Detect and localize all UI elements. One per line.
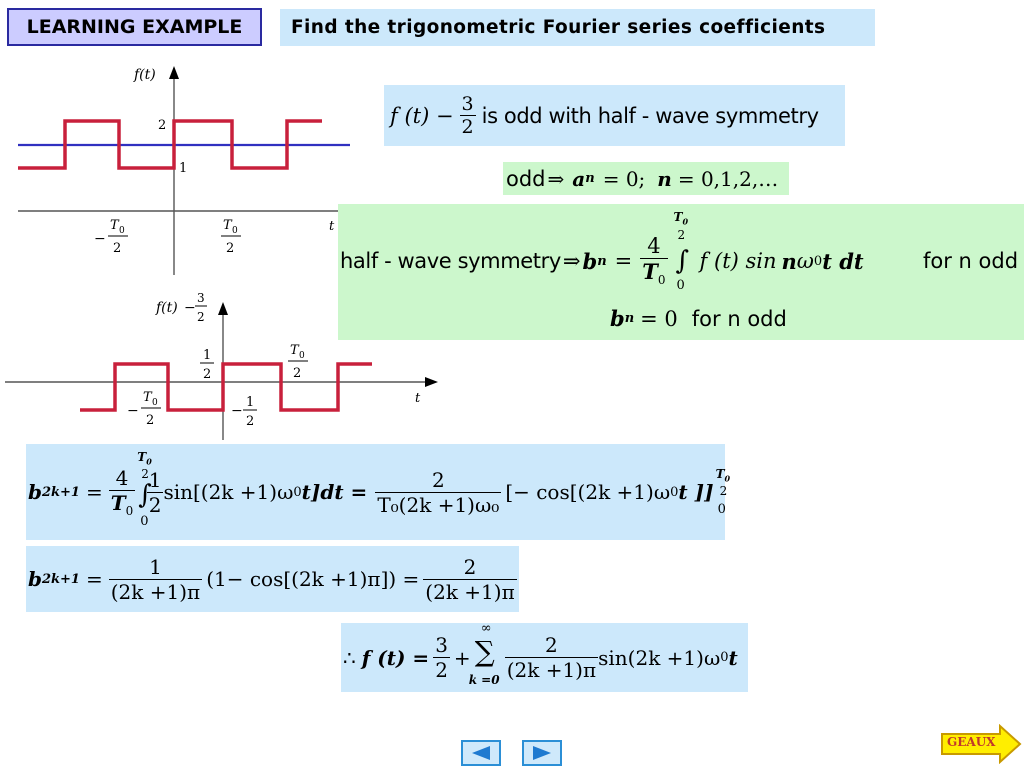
frac-2-T0: 2 T₀(2k +1)ω₀ [375,467,502,517]
tick-T-sub: 0 [299,351,305,361]
eq-bn-formula: half - wave symmetry ⇒ b n = 4 T0 T0 2 ∫… [340,210,864,293]
frac-4-T0: 4 T0 [108,466,136,518]
sum-block: ∞ ∑ k =0 [468,620,500,687]
eq-bn-box: half - wave symmetry ⇒ b n = 4 T0 T0 2 ∫… [338,204,1024,340]
y-axis-arrow [218,302,228,315]
geaux-button[interactable]: GEAUX [940,724,1022,764]
cond-n-odd: for n odd [923,249,1019,273]
frac-2: 2 (2k +1)π [423,554,517,604]
tick-neg-half-den: 2 [246,414,254,429]
y-label-minus: − [184,300,196,316]
tick-neg-T-den: 2 [146,413,154,428]
tick-neg-T: T [143,390,153,405]
tick-neg-sign: − [94,231,106,247]
b-var: b [582,248,598,274]
tick-neg-T-sub: 0 [119,226,125,236]
integrand: f (t) sin [699,249,777,273]
tick-pos-den: 2 [226,241,234,256]
n-var: n [657,166,672,191]
tick-2: 2 [158,118,166,133]
tick-neg-half-sign: − [231,403,243,419]
eq-odd-statement: f (t) − 3 2 is odd with half - wave symm… [384,85,845,146]
tick-half-num: 1 [203,348,211,363]
y-axis-label: f(t) [133,67,156,83]
arrow-right-icon [941,724,1022,764]
tick-1: 1 [179,161,187,176]
page-title: Find the trigonometric Fourier series co… [280,9,875,46]
frac-3-2: 3 2 [433,633,450,682]
cond-n-odd-2: for n odd [691,306,787,331]
tick-pos-T-sub: 0 [232,226,238,236]
frac-1-2: 1 2 [146,467,164,517]
tick-neg-T: T [110,218,120,233]
a-sub: n [585,171,595,186]
frac-4-T0: 4 T0 [640,234,668,288]
y-axis-arrow [169,66,179,79]
frac-term: 2 (2k +1)π [504,633,599,682]
triangle-left-icon [472,746,490,760]
eq-frac: 3 2 [459,93,476,138]
eq-bn-zero: b n = 0 for n odd [610,306,787,331]
eq-an-zero: odd ⇒ a n = 0; n = 0,1,2,… [503,162,789,195]
integral-block: T0 2 ∫ 0 [137,450,152,529]
signal-waveform [18,119,322,170]
half-wave-word: half - wave symmetry [340,249,561,273]
tick-neg-den: 2 [113,241,121,256]
tick-T-den: 2 [293,366,301,381]
integral-block: T0 2 ∫ 0 [673,210,690,293]
implies-symbol: ⇒ [547,166,565,191]
graph-f-t: f(t) 2 1 t − T 0 2 T 0 2 [18,66,350,275]
triangle-right-icon [533,746,551,760]
prev-slide-button[interactable] [461,740,501,766]
graph-f-t-minus-3-2: f(t) − 3 2 1 2 T 0 2 − T 0 2 − 1 2 t [5,291,438,440]
eq-b2k1-result: b 2k+1 = 1 (2k +1)π (1− cos[(2k +1)π]) =… [26,546,519,612]
tick-neg-half-num: 1 [246,395,254,410]
eq-b2k1-integral: b 2k+1 = 4 T0 T0 2 ∫ 0 1 2 sin[(2k +1)ω … [26,444,731,540]
geaux-label: GEAUX [947,735,996,749]
y-label-num: 3 [197,291,205,305]
frac-1: 1 (2k +1)π [108,554,203,604]
integral-sign: ∫ [675,246,690,276]
implies-symbol: ⇒ [562,249,581,273]
eq-lhs: f (t) − [390,103,454,128]
eq-text: is odd with half - wave symmetry [481,103,819,128]
a-var: a [572,166,586,191]
learning-example-tag: LEARNING EXAMPLE [7,8,262,46]
x-axis-label: t [329,219,335,234]
y-label-f: f(t) [155,300,178,316]
tick-neg-sign: − [127,403,139,419]
next-slide-button[interactable] [522,740,562,766]
tick-T: T [290,343,300,358]
n-range: = 0,1,2,… [677,166,779,191]
tick-pos-T: T [223,218,233,233]
eq-final-series: ∴ f (t) = 3 2 + ∞ ∑ k =0 2 (2k +1)π sin(… [341,620,748,692]
b-sub: n [597,253,607,269]
eq-zero: = 0; [602,166,646,191]
eval-limits: T0 2 0 [715,467,731,517]
eq-odd-word: odd [506,166,546,191]
x-axis-arrow [425,377,438,387]
y-label-den: 2 [197,310,205,324]
signal-waveform [80,362,372,412]
x-axis-label: t [415,391,421,406]
eq-sign: = [614,249,633,273]
tick-neg-T-sub: 0 [152,398,158,408]
tick-half-den: 2 [203,367,211,382]
